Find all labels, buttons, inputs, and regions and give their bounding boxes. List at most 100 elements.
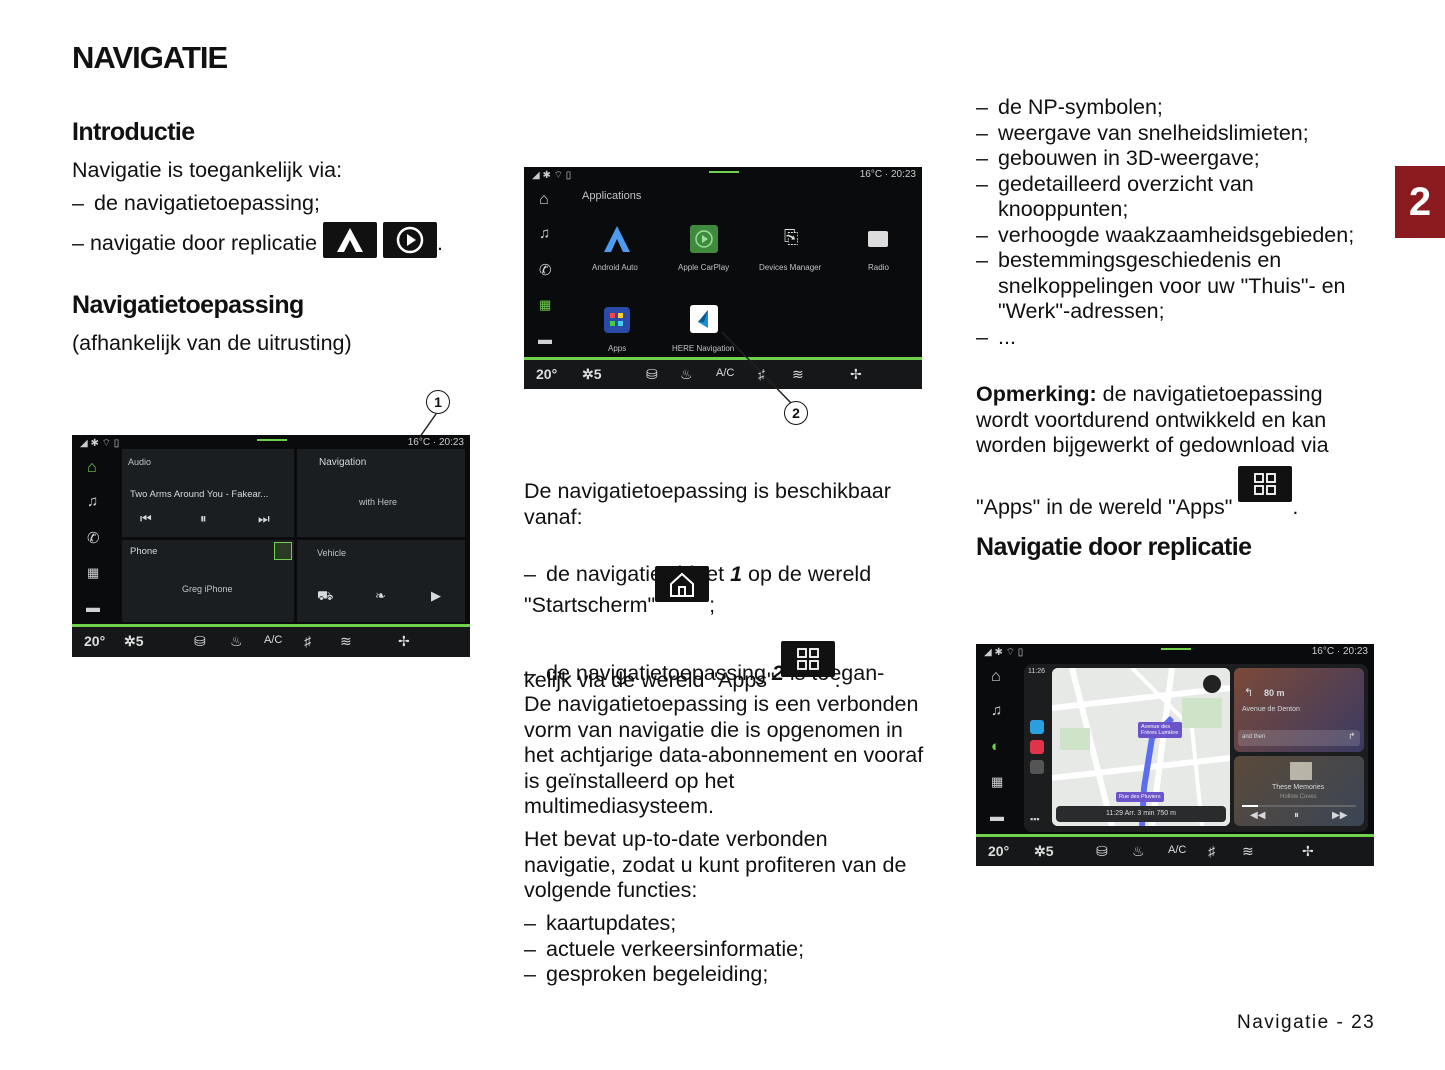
climate-bar: 20° ✲5 ⛁ ♨ A/C ♯ ≋ ✢ — [524, 360, 922, 389]
now-playing-card[interactable]: These Memories Hollow Coves ◀◀ ⏸ ▶▶ — [1234, 756, 1364, 826]
dashboard-icon[interactable]: ▪▪▪ — [1030, 814, 1040, 824]
note-text: de navigatietoepassing wordt voortdurend… — [976, 382, 1329, 457]
temperature[interactable]: 20° — [84, 633, 106, 649]
car-icon[interactable]: ▬ — [990, 808, 1004, 824]
here-navigation-icon[interactable] — [690, 305, 718, 333]
street-label-2: Rue des Pluviers — [1116, 792, 1164, 802]
fan-speed[interactable]: ✲5 — [124, 633, 144, 649]
heated-seat-icon[interactable]: ♨ — [1132, 843, 1145, 859]
maps-app-icon[interactable] — [1030, 720, 1044, 734]
navigation-sub: with Here — [359, 497, 398, 507]
home-icon[interactable]: ⌂ — [991, 668, 1001, 685]
fan-speed[interactable]: ✲5 — [582, 366, 602, 382]
devices-manager-icon[interactable]: ⎘ — [784, 227, 799, 247]
forward-icon[interactable]: ▶▶ — [1332, 810, 1348, 821]
next-icon[interactable]: ⏭ — [258, 511, 270, 526]
audio-widget[interactable]: Audio Two Arms Around You - Fakear... ⏮ … — [122, 449, 294, 537]
carplay-icon[interactable]: ◐ — [991, 738, 1001, 755]
music-app-icon[interactable] — [1030, 740, 1044, 754]
seat-heat-icon[interactable]: ⛁ — [1096, 843, 1108, 859]
callout-2: 2 — [784, 401, 808, 425]
radio-icon[interactable] — [868, 231, 888, 247]
defrost-icon[interactable]: ≋ — [340, 633, 352, 649]
page-footer: Navigatie - 23 — [1237, 1012, 1376, 1033]
steering-heat-icon[interactable]: ♯ — [1208, 843, 1215, 859]
apps-icon[interactable]: ▦ — [87, 565, 100, 580]
android-auto-app-icon[interactable] — [602, 225, 632, 253]
steering-heat-icon[interactable]: ♯ — [758, 366, 765, 382]
note-label: Opmerking: — [976, 382, 1097, 406]
android-auto-icon — [323, 222, 378, 258]
list-item: bestemmingsgeschiedenis en snelkoppeling… — [976, 248, 1366, 325]
car-icon[interactable]: ▬ — [538, 331, 552, 347]
intro-lead: Navigatie is toegankelijk via: — [72, 158, 343, 182]
seat-heat-icon[interactable]: ⛁ — [194, 633, 206, 649]
ac-button[interactable]: A/C — [716, 367, 735, 379]
audio-label: Audio — [128, 457, 152, 467]
vehicle-widget[interactable]: Vehicle ⛟ ❧ ▶ — [297, 540, 465, 622]
fan-speed[interactable]: ✲5 — [1034, 843, 1054, 859]
page-title: NAVIGATIE — [72, 40, 228, 75]
list-item: gesproken begeleiding; — [524, 962, 924, 988]
phone-label: Phone — [130, 546, 158, 557]
app-label-apps: Apps — [608, 344, 627, 353]
rewind-icon[interactable]: ◀◀ — [1250, 810, 1266, 821]
then-label: and then — [1242, 734, 1266, 740]
climate-bar: 20° ✲5 ⛁ ♨ A/C ♯ ≋ ✢ — [72, 627, 470, 657]
chapter-tab: 2 — [1395, 166, 1445, 238]
apps-world-icon — [1238, 466, 1293, 502]
apps-world-icon — [780, 641, 835, 677]
assist-icon[interactable]: ⛟ — [317, 588, 334, 603]
temperature[interactable]: 20° — [536, 366, 558, 382]
navigation-widget[interactable]: Navigation with Here — [297, 449, 465, 537]
eco-icon[interactable]: ❧ — [375, 588, 386, 603]
app-label-devices-manager: Devices Manager — [759, 263, 822, 272]
climate-settings-icon[interactable]: ✢ — [1302, 843, 1314, 859]
steering-heat-icon[interactable]: ♯ — [304, 633, 311, 649]
phone-icon[interactable]: ✆ — [87, 530, 100, 547]
pause-icon[interactable]: ⏸ — [1294, 810, 1299, 821]
applications-screen: ◢ ✱ ⌔ ▯ 16°C · 20:23 ⌂ ♫ ✆ ▦ ▬ Applicati… — [524, 167, 922, 389]
defrost-icon[interactable]: ≋ — [792, 366, 804, 382]
home-icon[interactable]: ⌂ — [539, 191, 549, 208]
col2-bullet-2-cont: kelijk via de wereld "Apps" . — [524, 641, 924, 694]
map-view[interactable]: Avenue des Frères Lumière Rue des Pluvie… — [1052, 668, 1230, 826]
ac-button[interactable]: A/C — [264, 634, 283, 646]
device-icon — [274, 542, 292, 560]
heated-seat-icon[interactable]: ♨ — [680, 366, 693, 382]
music-icon[interactable]: ♫ — [991, 702, 1003, 719]
seat-heat-icon[interactable]: ⛁ — [646, 366, 658, 382]
ac-button[interactable]: A/C — [1168, 844, 1187, 856]
list-item: kaartupdates; — [524, 911, 924, 937]
eta-bar: 11:29 Arr. 3 min 750 m — [1056, 806, 1226, 822]
defrost-icon[interactable]: ≋ — [1242, 843, 1254, 859]
guidance-card[interactable]: ↰ 80 m Avenue de Denton and then ↱ — [1234, 668, 1364, 752]
col2-para-3: Het bevat up-to-date verbonden navigatie… — [524, 827, 907, 902]
phone-widget[interactable]: Phone Greg iPhone — [122, 540, 294, 622]
status-time: 16°C · 20:23 — [859, 169, 916, 180]
apple-carplay-app-icon[interactable] — [690, 225, 718, 253]
climate-settings-icon[interactable]: ✢ — [398, 633, 410, 649]
col2-feature-list: kaartupdates; actuele verkeersinformatie… — [524, 911, 924, 988]
temperature[interactable]: 20° — [988, 843, 1010, 859]
car-icon[interactable]: ▬ — [86, 599, 100, 615]
intro-item-2-end: . — [437, 231, 443, 255]
apps-icon[interactable]: ▦ — [539, 297, 552, 312]
heated-seat-icon[interactable]: ♨ — [230, 633, 243, 649]
climate-settings-icon[interactable]: ✢ — [850, 366, 862, 382]
camera-icon[interactable]: ▶ — [431, 588, 441, 603]
music-icon[interactable]: ♫ — [87, 493, 99, 510]
phone-icon[interactable]: ✆ — [539, 262, 552, 279]
apps-store-icon[interactable] — [604, 307, 630, 333]
home-icon[interactable]: ⌂ — [87, 459, 97, 476]
home-world-icon — [655, 566, 710, 602]
track-title: Two Arms Around You - Fakear... — [130, 489, 269, 500]
prev-icon[interactable]: ⏮ — [140, 511, 152, 526]
col2-bullet-1-cont: "Startscherm" ; — [524, 566, 924, 619]
settings-app-icon[interactable] — [1030, 760, 1044, 774]
music-icon[interactable]: ♫ — [539, 225, 551, 242]
status-bar: ◢ ✱ ⌔ ▯ 16°C · 20:23 — [80, 437, 464, 449]
pause-icon[interactable]: ⏸ — [200, 511, 207, 526]
apps-icon[interactable]: ▦ — [991, 774, 1004, 789]
carplay-frame: 11:26 ▪▪▪ Avenue des Frères Lumière Rue … — [1024, 664, 1368, 832]
